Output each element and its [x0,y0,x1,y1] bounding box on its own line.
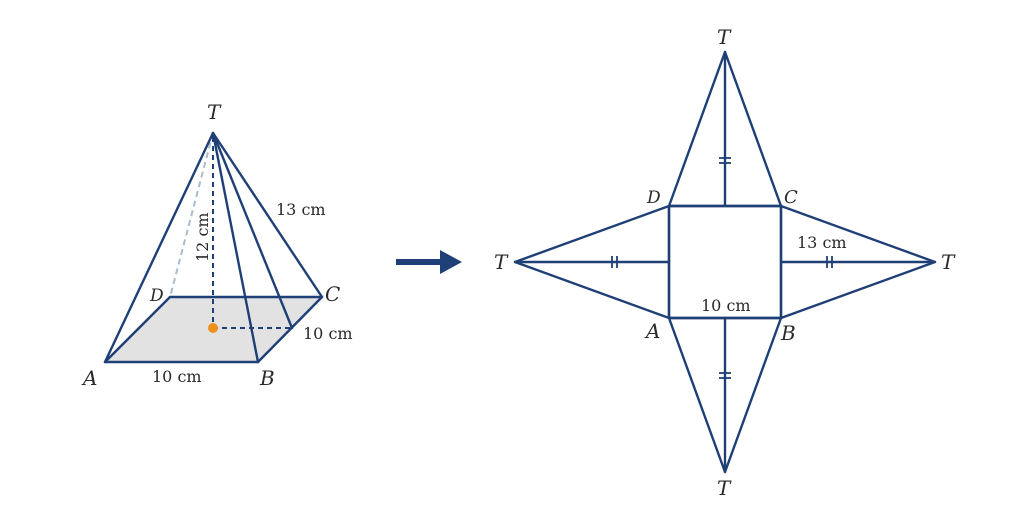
label-net-A: A [644,319,660,343]
label-net-B: B [780,321,796,345]
base-center-dot [208,323,218,333]
label-base-side-10cm: 10 cm [303,324,353,343]
label-net-C: C [784,187,798,208]
label-net-T-bottom: T [717,476,732,500]
transform-arrow [396,250,462,274]
hidden-edge-TD [169,132,214,298]
label-pyramid-T: T [207,100,222,124]
label-net-T-top: T [717,25,732,49]
label-net-D: D [646,188,661,208]
tick-mark-bottom [719,372,731,379]
label-net-side-10cm: 10 cm [701,296,751,315]
label-net-T-right: T [941,250,956,274]
label-pyramid-B: B [259,366,275,390]
pyramid-net: T T T T D C A B 13 cm 10 cm [494,25,956,500]
lateral-edge-TB [211,131,260,364]
lateral-edge-TC [211,131,324,299]
tick-mark-right [826,256,833,268]
tick-mark-left [611,256,618,268]
label-pyramid-A: A [81,366,97,390]
label-net-T-left: T [494,250,509,274]
arrow-head [440,250,462,274]
label-height-12cm: 12 cm [193,212,212,262]
label-slant-13cm: 13 cm [276,200,326,219]
base-edge-DA [103,295,172,364]
slant-height-line [211,131,294,330]
tick-mark-top [719,157,731,164]
pyramid-3d: T A B C D 13 cm 12 cm 10 cm 10 cm [81,100,353,390]
lateral-edge-TA [103,131,215,364]
label-pyramid-D: D [149,286,164,306]
label-base-front-10cm: 10 cm [152,367,202,386]
base-edge-BC [256,295,324,364]
label-net-slant-13cm: 13 cm [797,233,847,252]
label-pyramid-C: C [325,282,340,306]
